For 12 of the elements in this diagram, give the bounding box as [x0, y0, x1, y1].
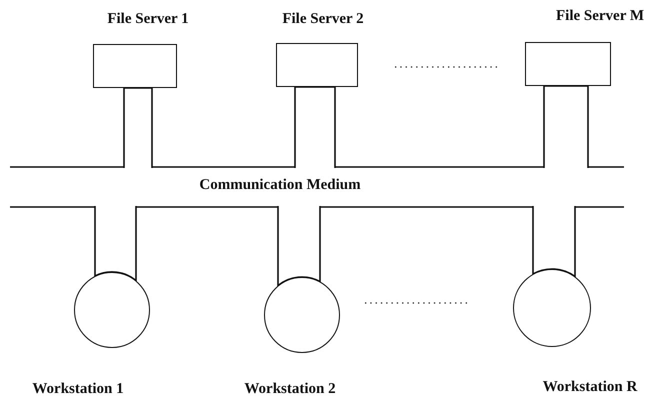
connector [294, 86, 336, 169]
workstation-label: Workstation 2 [244, 381, 336, 398]
connector [94, 205, 137, 282]
connector [532, 205, 576, 278]
workstation-label: Workstation 1 [32, 381, 124, 398]
connector [123, 87, 153, 169]
server-label: File Server M [556, 8, 644, 25]
server-label: File Server 1 [107, 11, 189, 28]
server-label: File Server 2 [282, 11, 364, 28]
connector [277, 205, 321, 286]
connector [543, 85, 589, 169]
workstation-label: Workstation R [542, 379, 638, 396]
